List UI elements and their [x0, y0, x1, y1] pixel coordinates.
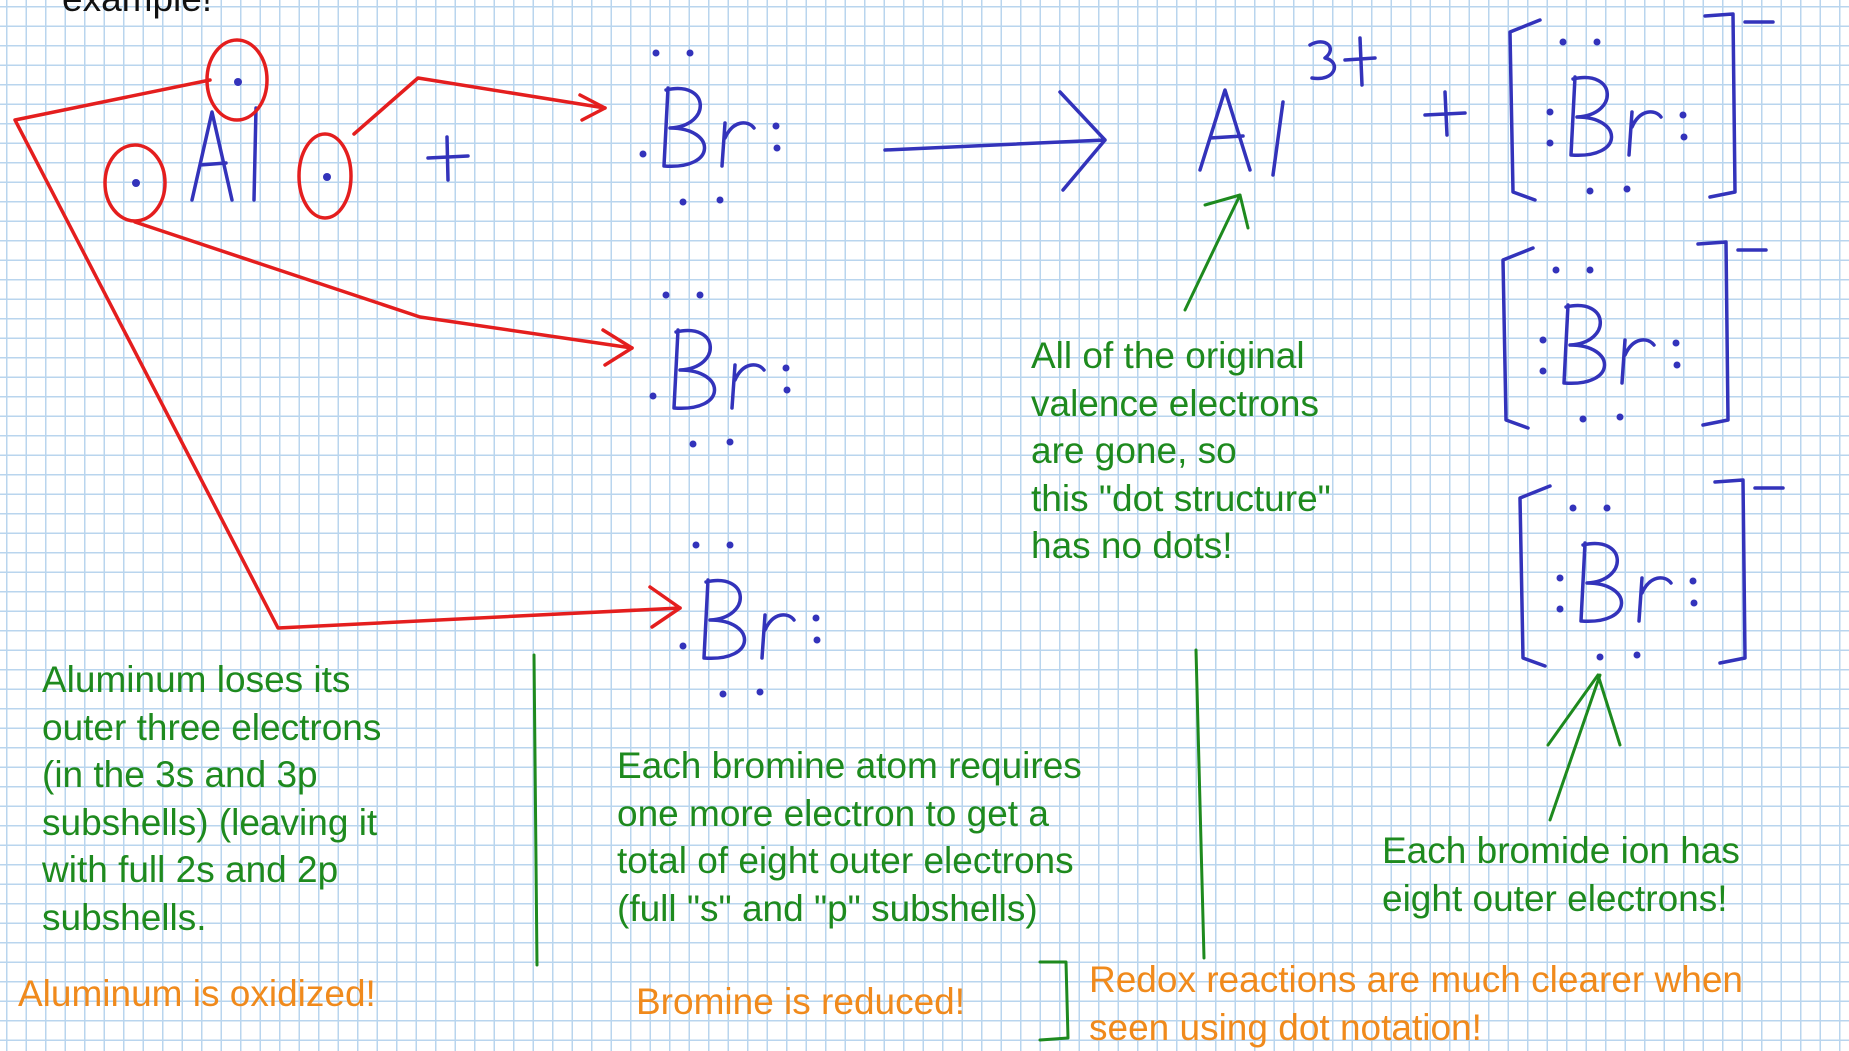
al-ion-charge-plus — [1343, 36, 1377, 87]
aluminum-ion — [1198, 36, 1467, 177]
bromine-atom-3 — [679, 541, 821, 698]
al-symbol — [190, 106, 258, 202]
arrowhead — [578, 93, 607, 122]
bromine-reduced-note: Bromine is reduced! — [636, 981, 966, 1022]
polyline-to-bromine-2 — [133, 220, 634, 350]
polyline-outer — [13, 78, 682, 630]
aluminum-dot-structure — [132, 78, 470, 202]
polyline-to-bromine-1 — [352, 76, 607, 136]
al-ion-symbol — [1198, 88, 1285, 177]
bracket — [1038, 960, 1070, 1042]
bromide-ion-3 — [1518, 478, 1785, 668]
column-divider-left — [532, 653, 539, 967]
arrowhead — [601, 328, 634, 367]
bromine-requires-note: Each bromine atom requires one more elec… — [617, 745, 1082, 929]
plus-sign — [1423, 90, 1467, 137]
al-ion-charge-3 — [1308, 40, 1337, 81]
electron-transfer-arrows — [13, 38, 682, 630]
bromide-ion-1 — [1508, 12, 1775, 202]
aluminum-loses-note: Aluminum loses its outer three electrons… — [42, 659, 382, 938]
annotation-strokes — [532, 193, 1622, 1042]
bromide-ion-note: Each bromide ion has eight outer electro… — [1382, 830, 1740, 919]
clipped-header-text: example! — [62, 0, 212, 23]
bromine-atom-2 — [649, 291, 791, 448]
electron-circle — [297, 132, 353, 220]
bromide-ion-2 — [1501, 240, 1768, 430]
arrowhead — [648, 585, 682, 629]
reaction-arrow — [883, 90, 1107, 192]
original-valence-note: All of the original valence electrons ar… — [1031, 335, 1331, 566]
redox-clearer-note: Redox reactions are much clearer when se… — [1089, 959, 1743, 1048]
aluminum-oxidized-note: Aluminum is oxidized! — [18, 973, 376, 1014]
al-valence-electron — [323, 173, 331, 181]
al-ion-pointer-arrow — [1183, 193, 1250, 312]
bromine-atom-1 — [639, 49, 781, 206]
al-valence-electron — [132, 179, 140, 187]
column-divider-right — [1194, 648, 1206, 960]
bromide-pointer-arrow — [1546, 673, 1622, 822]
al-valence-electron — [234, 78, 242, 86]
plus-sign — [426, 135, 470, 182]
